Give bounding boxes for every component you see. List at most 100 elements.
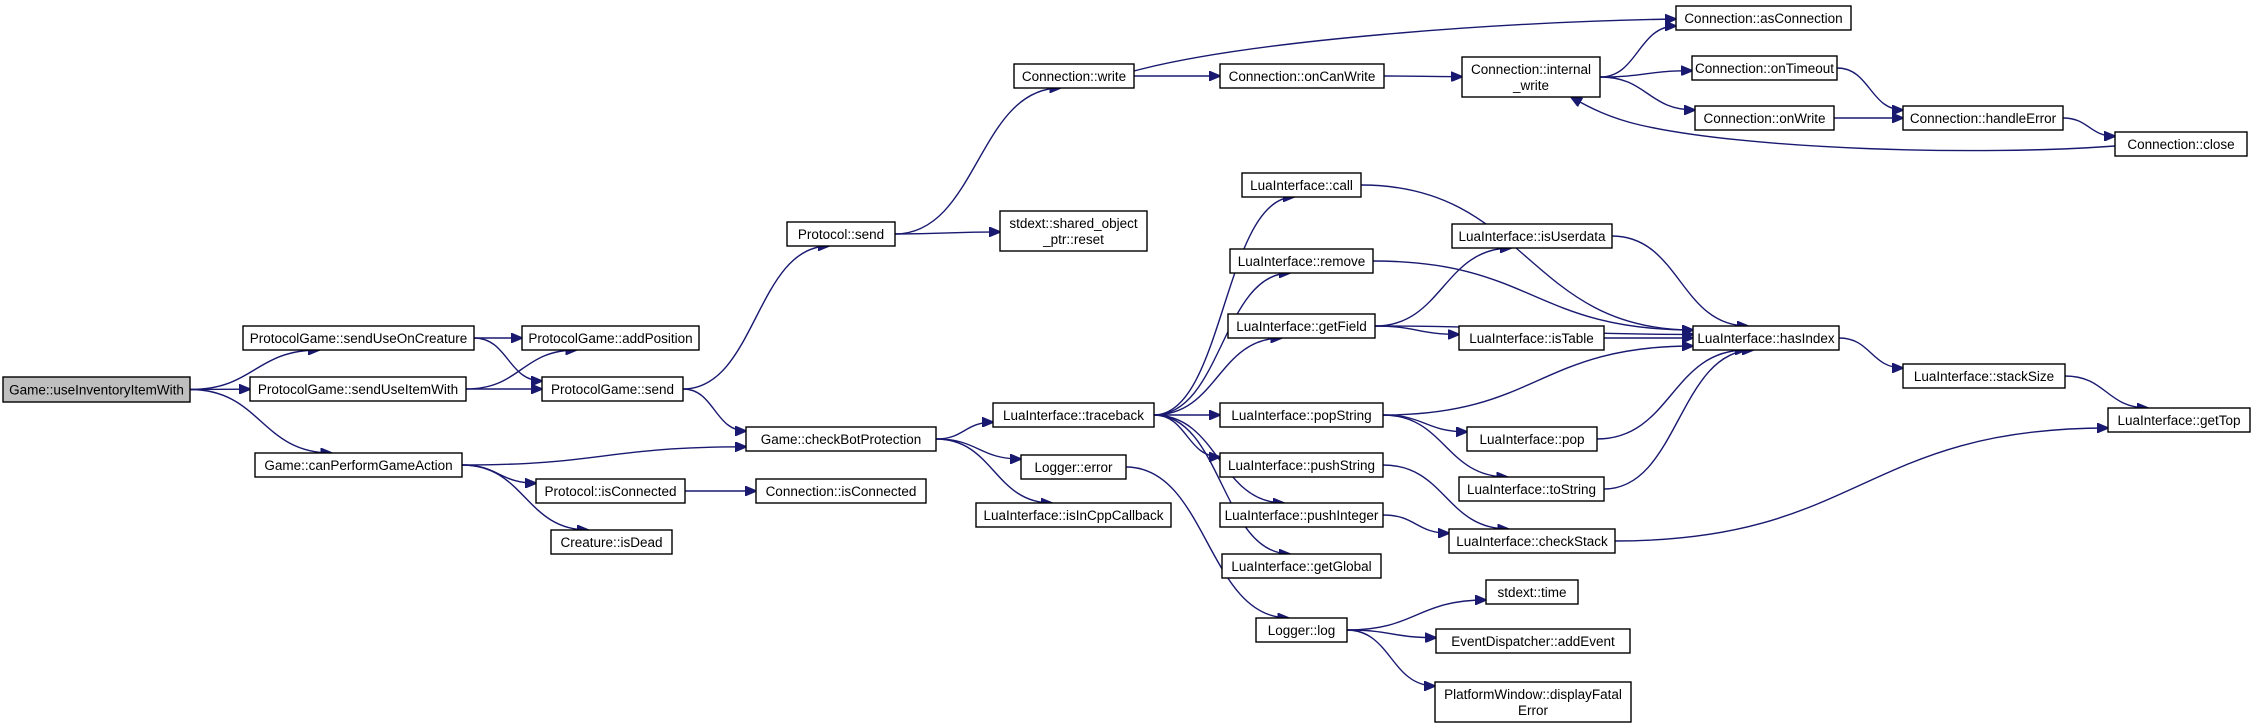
node-label: LuaInterface::traceback [1003, 408, 1144, 423]
edge-luaRemove-to-hasIndex [1372, 260, 1693, 330]
node-box [745, 426, 937, 452]
node-label: Connection::close [2127, 137, 2234, 152]
edge-canPerformGameAction-to-isDead [461, 464, 588, 530]
node-isTable[interactable]: LuaInterface::isTable [1458, 325, 1605, 351]
node-connClose[interactable]: Connection::close [2114, 131, 2248, 157]
edge-luaPop-to-hasIndex [1596, 350, 1746, 440]
node-box [254, 452, 463, 478]
edge-protocolSend-to-ptrReset [894, 232, 1000, 234]
node-getField[interactable]: LuaInterface::getField [1227, 313, 1376, 339]
node-box [1451, 223, 1613, 249]
node-onWrite[interactable]: Connection::onWrite [1694, 105, 1835, 131]
node-handleError[interactable]: Connection::handleError [1902, 105, 2064, 131]
node-pushString[interactable]: LuaInterface::pushString [1219, 452, 1384, 478]
node-stackSize[interactable]: LuaInterface::stackSize [1902, 363, 2066, 389]
node-box [2107, 407, 2251, 433]
node-luaCall[interactable]: LuaInterface::call [1241, 172, 1362, 198]
node-pgSend[interactable]: ProtocolGame::send [541, 376, 684, 402]
node-getGlobal[interactable]: LuaInterface::getGlobal [1221, 553, 1382, 579]
edge-pushInteger-to-checkStack [1382, 514, 1449, 533]
node-label: LuaInterface::getTop [2117, 413, 2240, 428]
node-label: Connection::onWrite [1703, 111, 1825, 126]
node-label: ProtocolGame::send [551, 382, 674, 397]
node-label: Game::useInventoryItemWith [9, 383, 184, 398]
node-box [1219, 402, 1384, 428]
edge-pgSend-to-checkBotProtection [682, 388, 746, 431]
node-addEvent[interactable]: EventDispatcher::addEvent [1435, 628, 1631, 654]
node-onCanWrite[interactable]: Connection::onCanWrite [1219, 63, 1385, 89]
node-connIsConnected[interactable]: Connection::isConnected [755, 478, 927, 504]
edge-onTimeout-to-handleError [1836, 67, 1903, 110]
node-pushInteger[interactable]: LuaInterface::pushInteger [1219, 502, 1384, 528]
node-getTop[interactable]: LuaInterface::getTop [2107, 407, 2251, 433]
node-label: LuaInterface::getField [1236, 319, 1367, 334]
node-box [1241, 172, 1362, 198]
node-label: Game::canPerformGameAction [264, 458, 452, 473]
node-connWrite[interactable]: Connection::write [1013, 63, 1135, 89]
node-protocolSend[interactable]: Protocol::send [786, 221, 896, 247]
node-addPosition[interactable]: ProtocolGame::addPosition [521, 325, 700, 351]
node-label: _ptr::reset [1042, 232, 1104, 247]
node-label: Error [1518, 703, 1549, 718]
node-label: LuaInterface::isTable [1469, 331, 1594, 346]
node-sendUseItemWith[interactable]: ProtocolGame::sendUseItemWith [249, 376, 467, 402]
node-luaPop[interactable]: LuaInterface::pop [1466, 426, 1598, 452]
edge-popString-to-luaPop [1382, 414, 1467, 432]
node-useInventoryItemWith[interactable]: Game::useInventoryItemWith [2, 376, 191, 403]
edge-sendUseItemWith-to-addPosition [465, 350, 577, 390]
node-sendUseOnCreature[interactable]: ProtocolGame::sendUseOnCreature [242, 325, 475, 351]
node-protocolIsConnected[interactable]: Protocol::isConnected [535, 478, 686, 504]
node-isUserdata[interactable]: LuaInterface::isUserdata [1451, 223, 1613, 249]
node-stdextTime[interactable]: stdext::time [1485, 579, 1579, 605]
node-label: LuaInterface::getGlobal [1231, 559, 1371, 574]
node-box [1219, 502, 1384, 528]
edge-checkStack-to-getTop [1614, 428, 2108, 542]
node-label: LuaInterface::isUserdata [1458, 229, 1606, 244]
node-isDead[interactable]: Creature::isDead [550, 529, 673, 555]
edge-toString-to-hasIndex [1603, 350, 1753, 490]
node-loggerLog[interactable]: Logger::log [1255, 617, 1348, 643]
node-box [1227, 313, 1376, 339]
node-label: LuaInterface::toString [1467, 482, 1596, 497]
node-onTimeout[interactable]: Connection::onTimeout [1691, 55, 1838, 81]
node-canPerformGameAction[interactable]: Game::canPerformGameAction [254, 452, 463, 478]
node-luaRemove[interactable]: LuaInterface::remove [1229, 248, 1374, 274]
node-loggerError[interactable]: Logger::error [1020, 454, 1127, 480]
node-box [755, 478, 927, 504]
node-box [1466, 426, 1598, 452]
node-label: Logger::error [1034, 460, 1113, 475]
node-ptrReset[interactable]: stdext::shared_object_ptr::reset [999, 210, 1148, 252]
edge-popString-to-toString [1382, 414, 1507, 477]
node-internalWrite[interactable]: Connection::internal_write [1461, 56, 1601, 98]
edge-stackSize-to-getTop [2064, 375, 2148, 408]
node-isInCppCallback[interactable]: LuaInterface::isInCppCallback [975, 502, 1172, 528]
edge-internalWrite-to-onWrite [1599, 76, 1695, 110]
edge-pushString-to-checkStack [1382, 464, 1508, 529]
node-box [2, 376, 191, 403]
edge-getField-to-isUserdata [1374, 248, 1511, 327]
node-box [1458, 325, 1605, 351]
edge-traceback-to-getGlobal [1153, 414, 1290, 554]
nodes-layer: Game::useInventoryItemWith ProtocolGame::… [2, 5, 2251, 723]
node-toString[interactable]: LuaInterface::toString [1458, 476, 1605, 502]
edge-connWrite-to-asConnection [1133, 19, 1676, 72]
edge-traceback-to-pushString [1153, 414, 1220, 457]
node-checkBotProtection[interactable]: Game::checkBotProtection [745, 426, 937, 452]
node-checkStack[interactable]: LuaInterface::checkStack [1448, 528, 1616, 554]
node-asConnection[interactable]: Connection::asConnection [1675, 5, 1852, 31]
edge-loggerLog-to-addEvent [1346, 629, 1436, 638]
node-label: LuaInterface::pop [1479, 432, 1584, 447]
node-box [786, 221, 896, 247]
node-popString[interactable]: LuaInterface::popString [1219, 402, 1384, 428]
node-traceback[interactable]: LuaInterface::traceback [992, 402, 1155, 428]
node-label: Protocol::isConnected [544, 484, 676, 499]
node-hasIndex[interactable]: LuaInterface::hasIndex [1692, 325, 1840, 351]
node-label: stdext::shared_object [1009, 216, 1138, 231]
edge-checkBotProtection-to-traceback [935, 422, 993, 440]
edge-isUserdata-to-hasIndex [1611, 235, 1748, 326]
edge-traceback-to-getField [1153, 338, 1282, 416]
node-label: LuaInterface::stackSize [1914, 369, 2054, 384]
edge-canPerformGameAction-to-checkBotProtection [461, 447, 746, 466]
